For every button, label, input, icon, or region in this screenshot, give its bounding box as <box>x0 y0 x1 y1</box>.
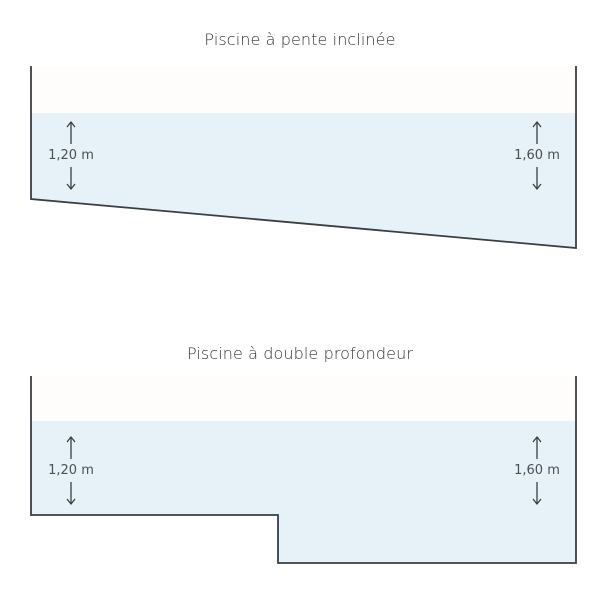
sloped-pool-title: Piscine à pente inclinée <box>204 30 396 49</box>
sloped-pool-diagram <box>30 66 577 249</box>
sloped-pool-water <box>31 113 576 248</box>
double-depth-pool-air <box>31 376 576 421</box>
double-shallow-depth-label: 1,20 m <box>48 463 94 478</box>
double-depth-pool-title: Piscine à double profondeur <box>186 344 414 363</box>
sloped-pool-outline <box>30 66 577 249</box>
sloped-shallow-depth-label: 1,20 m <box>48 148 94 163</box>
double-arrow-icon <box>66 120 76 191</box>
double-deep-depth-label: 1,60 m <box>514 463 560 478</box>
sloped-deep-depth-label: 1,60 m <box>514 148 560 163</box>
double-arrow-icon <box>532 435 542 506</box>
sloped-pool-air <box>31 66 576 113</box>
double-arrow-icon <box>66 435 76 506</box>
double-arrow-icon <box>532 120 542 191</box>
double-depth-pool-water <box>31 421 576 563</box>
double-depth-pool-outline <box>30 376 577 564</box>
double-depth-pool-diagram <box>30 376 577 564</box>
